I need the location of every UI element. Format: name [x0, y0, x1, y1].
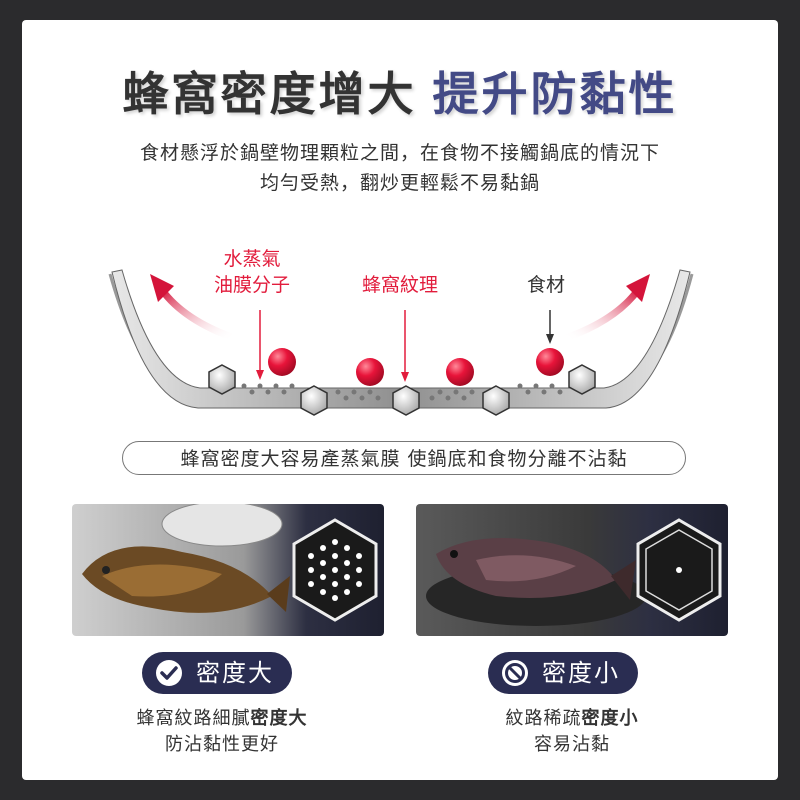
stuck-fish-image — [426, 538, 646, 626]
food-particles — [268, 348, 564, 386]
sparse-caption: 紋路稀疏密度小 容易沾黏 — [432, 706, 712, 758]
check-circle-icon — [156, 660, 182, 686]
prohibited-circle-icon — [502, 660, 528, 686]
sparse-pan-photo — [416, 504, 728, 636]
content-card: 蜂窩密度增大提升防黏性 食材懸浮於鍋壁物理顆粒之間，在食物不接觸鍋底的情況下 均… — [22, 20, 778, 780]
pan-body — [111, 269, 691, 409]
dense-pan-photo — [72, 504, 384, 636]
page-title: 蜂窩密度增大提升防黏性 — [22, 58, 778, 124]
fried-fish-image — [82, 504, 290, 613]
dense-hexagon-icon — [292, 518, 378, 622]
pointer-steam — [256, 310, 264, 380]
pointer-food — [546, 310, 554, 344]
dense-badge: 密度大 — [142, 652, 292, 694]
sparse-badge-label: 密度小 — [542, 659, 620, 687]
sparse-caption-plain: 紋路稀疏 — [505, 708, 582, 729]
dense-badge-label: 密度大 — [196, 659, 274, 687]
sparse-badge: 密度小 — [488, 652, 638, 694]
honeycomb-texture — [241, 383, 563, 401]
dense-caption-line-2: 防沾黏性更好 — [165, 734, 279, 755]
subtitle-line-2: 均勻受熱，翻炒更輕鬆不易黏鍋 — [259, 172, 540, 194]
sparse-caption-bold: 密度小 — [581, 708, 639, 729]
title-main: 蜂窩密度增大 — [122, 67, 417, 121]
sparse-hexagon-icon — [636, 518, 722, 622]
label-steam-oil-film: 水蒸氣 油膜分子 — [214, 248, 291, 296]
subtitle-line-1: 食材懸浮於鍋壁物理顆粒之間，在食物不接觸鍋底的情況下 — [139, 142, 660, 164]
subtitle: 食材懸浮於鍋壁物理顆粒之間，在食物不接觸鍋底的情況下 均勻受熱，翻炒更輕鬆不易黏… — [22, 138, 778, 198]
explanation-pill: 蜂窩密度大容易產蒸氣膜 使鍋底和食物分離不沾黏 — [122, 441, 686, 475]
honeycomb-cells — [208, 364, 596, 416]
pointer-honeycomb — [401, 310, 409, 382]
title-accent: 提升防黏性 — [432, 67, 678, 121]
dense-caption-plain: 蜂窩紋路細膩 — [136, 708, 251, 729]
pan-cross-section-diagram — [108, 269, 694, 416]
dense-caption: 蜂窩紋路細膩密度大 防沾黏性更好 — [82, 706, 362, 758]
label-food: 食材 — [527, 274, 566, 296]
rising-steam-arrow-right — [562, 274, 650, 342]
sparse-caption-line-2: 容易沾黏 — [534, 734, 610, 755]
dense-caption-bold: 密度大 — [250, 708, 308, 729]
rising-steam-arrow-left — [150, 274, 238, 342]
label-honeycomb-texture: 蜂窩紋理 — [362, 274, 439, 296]
